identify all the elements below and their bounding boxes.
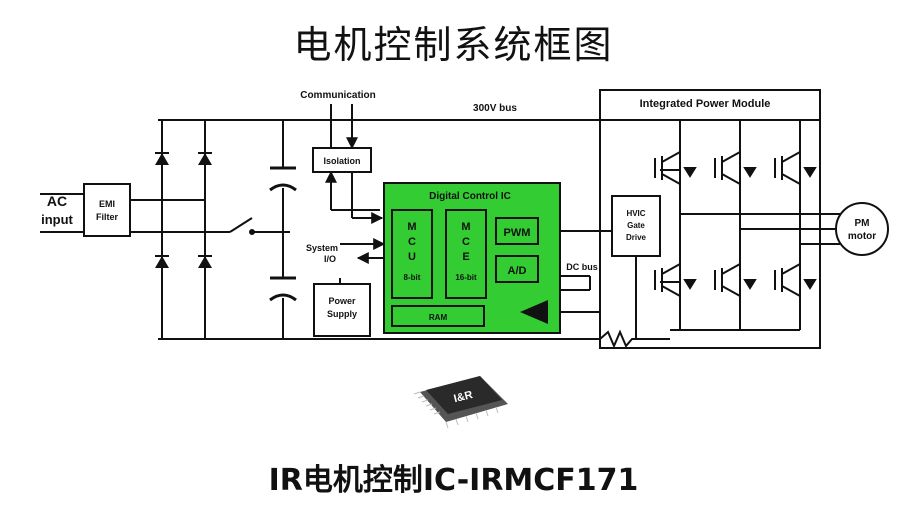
mcu-letter: U: [408, 251, 416, 263]
page-title: 电机控制系统框图: [293, 23, 614, 67]
mce-bits: 16-bit: [455, 273, 477, 282]
power-supply-label: Power: [328, 296, 356, 306]
mcu-bits: 8-bit: [404, 273, 421, 282]
diode-icon: [155, 256, 169, 268]
isolation-box: [312, 147, 372, 173]
digital-control-ic-label: Digital Control IC: [429, 191, 511, 202]
emi-filter-label: Filter: [96, 212, 119, 222]
bus-label: 300V bus: [473, 103, 517, 114]
system-io-label: I/O: [324, 254, 336, 264]
igbt-icon: [654, 151, 697, 185]
igbt-icon: [714, 151, 757, 185]
ram-box: [391, 305, 485, 327]
integrated-power-module-box: [599, 89, 821, 349]
dc-bus-label: DC bus: [566, 262, 598, 272]
pwm-label: PWM: [504, 227, 531, 239]
igbt-icon: [774, 263, 817, 297]
isolation-label: Isolation: [323, 156, 360, 166]
system-io-label: System: [306, 243, 338, 253]
hvic-box: [611, 195, 661, 257]
switch: [229, 217, 253, 233]
hvic-label: Drive: [626, 233, 647, 242]
igbt-icon: [714, 263, 757, 297]
igbt-icon: [774, 151, 817, 185]
ac-input-label: input: [41, 212, 73, 227]
igbt-icon: [654, 263, 697, 297]
mce-box: [445, 209, 487, 299]
communication-label: Communication: [300, 90, 376, 101]
mcu-letter: M: [407, 221, 416, 233]
pm-motor-label: motor: [848, 231, 876, 242]
ram-label: RAM: [429, 313, 448, 322]
igbt-switches: [654, 151, 817, 297]
ac-input-label: AC: [47, 193, 67, 209]
ad-label: A/D: [508, 265, 527, 277]
diode-icon: [198, 153, 212, 165]
chip-icon: I&R: [413, 376, 508, 429]
pm-motor-icon: [835, 202, 889, 256]
mce-letter: M: [461, 221, 470, 233]
power-supply-box: [313, 283, 371, 337]
chip-logo-text: I&R: [453, 389, 474, 405]
ad-box: [495, 255, 539, 283]
mcu-box: [391, 209, 433, 299]
pm-motor-label: PM: [855, 218, 870, 229]
hvic-label: Gate: [627, 221, 645, 230]
rectifier-diodes: [155, 152, 212, 268]
ipm-label: Integrated Power Module: [640, 98, 771, 110]
emi-filter-box: [83, 183, 131, 237]
emi-filter-label: EMI: [99, 199, 115, 209]
diode-icon: [155, 153, 169, 165]
mce-letter: E: [462, 251, 469, 263]
shunt-resistor: [599, 329, 670, 349]
diode-icon: [198, 256, 212, 268]
mce-letter: C: [462, 236, 470, 248]
amplifier-icon: [520, 300, 548, 324]
bus-capacitors: [269, 166, 297, 302]
power-supply-label: Supply: [327, 309, 357, 319]
pwm-box: [495, 217, 539, 245]
mcu-letter: C: [408, 236, 416, 248]
hvic-label: HVIC: [626, 209, 645, 218]
page-subtitle: IR电机控制IC-IRMCF171: [268, 463, 639, 498]
